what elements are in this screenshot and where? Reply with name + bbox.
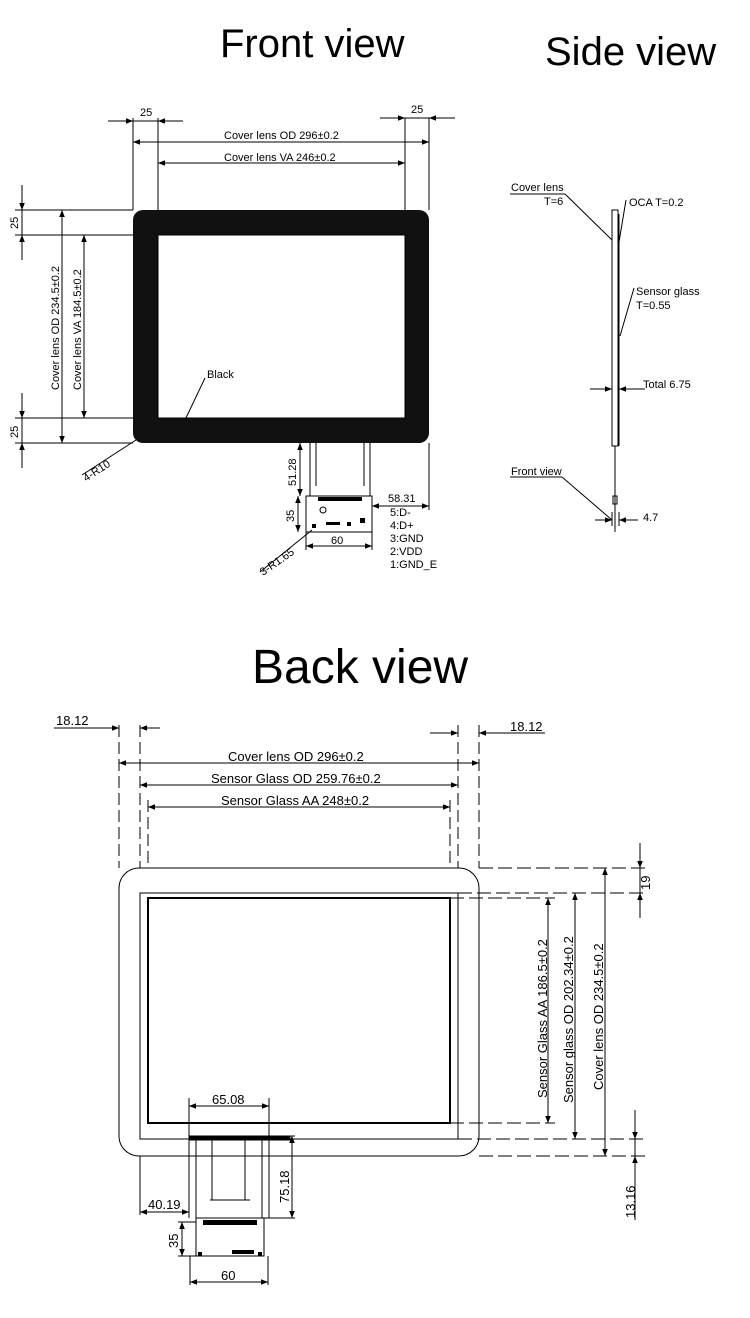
back-sensor-od-height-label: Sensor glass OD 202.34±0.2 [561, 936, 576, 1103]
back-sensor-aa-width-label: Sensor Glass AA 248±0.2 [221, 793, 369, 808]
front-margin-left-label: 25 [140, 107, 152, 119]
side-view-title: Side view [545, 30, 717, 74]
front-margin-top-label: 25 [9, 217, 21, 229]
back-od-width-label: Cover lens OD 296±0.2 [228, 749, 364, 764]
back-board-components [198, 1220, 262, 1256]
side-front-view-label: Front view [511, 466, 562, 478]
front-fpc-offset-label: 58.31 [388, 493, 416, 505]
side-sensor-glass-thickness: T=0.55 [636, 300, 671, 312]
side-sensor-glass-label: Sensor glass [636, 286, 700, 298]
front-fpc-length-label: 51.28 [287, 458, 299, 486]
back-sensor-active-area [147, 897, 451, 1124]
back-sensor-glass-outline [139, 892, 459, 1140]
back-fpc-left-label: 40.19 [148, 1197, 181, 1212]
back-board-height-label: 35 [166, 1234, 181, 1248]
back-offset-right-label: 18.12 [510, 719, 543, 734]
pin-label: 1:GND_E [390, 559, 437, 571]
back-bottom-offset-label: 13.16 [623, 1185, 638, 1218]
cover-lens-view-area [157, 234, 406, 419]
side-cover-lens-thickness: T=6 [544, 196, 563, 208]
back-sensor-aa-height-label: Sensor Glass AA 186.5±0.2 [535, 939, 550, 1098]
back-view-drawing [54, 725, 545, 898]
pin-label: 3:GND [390, 533, 424, 545]
back-fpc-length-label: 75.18 [277, 1170, 292, 1203]
front-hole-label: 3-R1.65 [258, 546, 297, 578]
usb-board-components [312, 497, 365, 528]
pin-label: 2:VDD [390, 546, 422, 558]
front-margin-bottom-label: 25 [9, 426, 21, 438]
side-view-drawing [510, 193, 645, 532]
back-cover-lens-outline [118, 867, 480, 1157]
front-board-width-label: 60 [331, 535, 343, 547]
side-total-label: Total 6.75 [643, 379, 691, 391]
back-od-height-label: Cover lens OD 234.5±0.2 [591, 943, 606, 1090]
back-top-offset-label: 19 [638, 876, 653, 890]
front-corner-radius-label: 4-R10 [81, 458, 113, 484]
back-fpc-width-label: 65.08 [212, 1092, 245, 1107]
front-va-height-label: Cover lens VA 184.5±0.2 [72, 269, 84, 390]
cover-lens-black-border [133, 210, 429, 443]
pin-label: 5:D- [390, 507, 411, 519]
front-view-title: Front view [220, 22, 405, 66]
back-sensor-od-width-label: Sensor Glass OD 259.76±0.2 [211, 771, 381, 786]
pin-label: 4:D+ [390, 520, 414, 532]
front-od-height-label: Cover lens OD 234.5±0.2 [50, 266, 62, 390]
front-margin-right-label: 25 [411, 104, 423, 116]
front-od-width-label: Cover lens OD 296±0.2 [224, 130, 339, 142]
back-view-annotations [139, 843, 645, 1285]
front-va-width-label: Cover lens VA 246±0.2 [224, 152, 336, 164]
front-border-label: Black [207, 369, 234, 381]
back-view-title: Back view [252, 641, 469, 694]
back-board-width-label: 60 [221, 1268, 235, 1283]
back-offset-left-label: 18.12 [56, 713, 89, 728]
side-oca-label: OCA T=0.2 [629, 197, 684, 209]
side-cover-lens-label: Cover lens [511, 182, 564, 194]
front-view-annotations [81, 377, 430, 573]
front-board-height-label: 35 [285, 510, 297, 522]
side-thickness-label: 4.7 [643, 512, 658, 524]
